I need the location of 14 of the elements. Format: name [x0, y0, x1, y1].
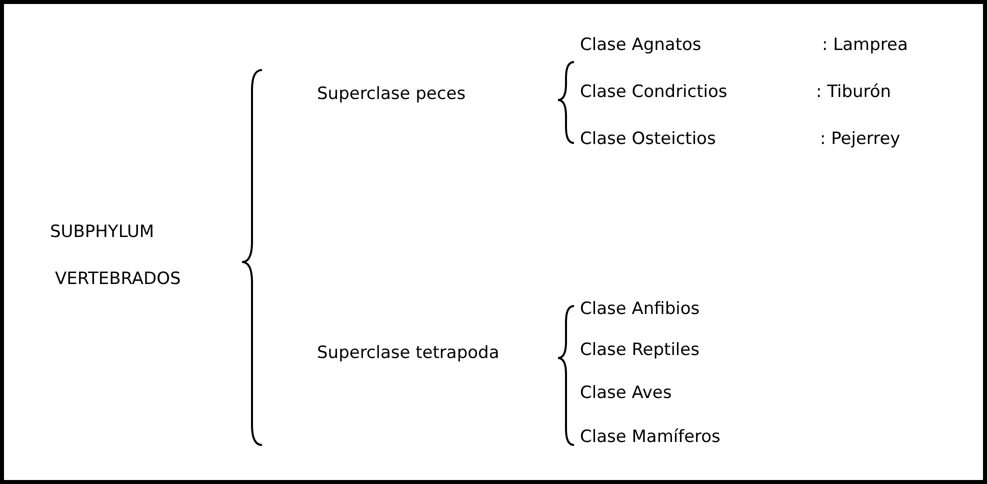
- taxon-label: : Pejerrey: [820, 128, 900, 150]
- taxon-label: Clase Aves: [580, 382, 672, 404]
- taxon-label: Clase Anfibios: [580, 298, 700, 320]
- taxon-label: : Lamprea: [822, 34, 908, 56]
- taxon-label: Clase Condrictios: [580, 82, 728, 102]
- taxon-label: Clase Osteictios: [580, 128, 716, 150]
- taxon-label: Clase Reptiles: [580, 340, 700, 360]
- taxon-label: SUBPHYLUM: [50, 222, 154, 242]
- taxon-label: : Tiburón: [816, 82, 892, 102]
- taxon-label: Superclase tetrapoda: [317, 342, 500, 364]
- taxon-label: Superclase peces: [317, 84, 466, 104]
- taxon-label: Clase Mamíferos: [580, 426, 720, 448]
- taxon-label: Clase Agnatos: [580, 34, 702, 56]
- taxon-label: VERTEBRADOS: [55, 268, 181, 290]
